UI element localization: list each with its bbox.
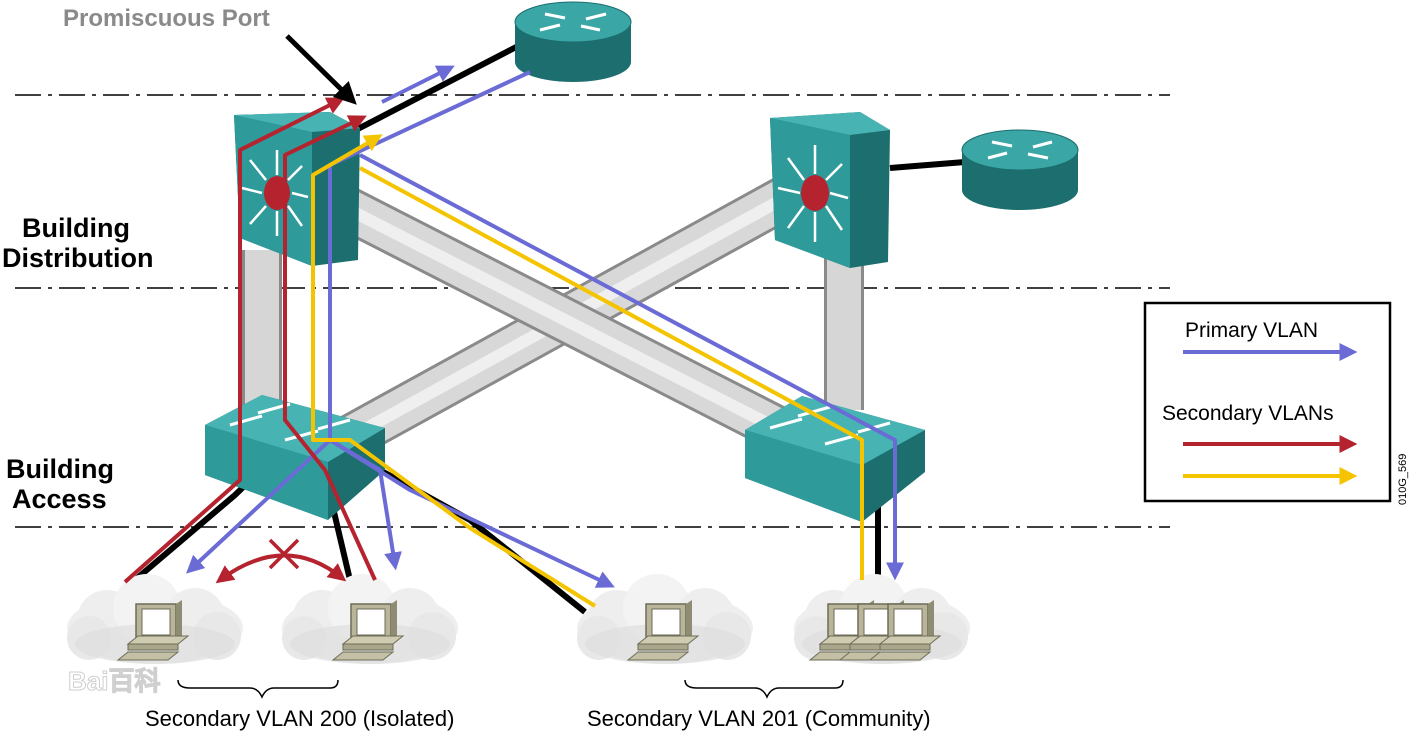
access-switch-icon: [745, 396, 925, 522]
secondary-vlan-yellow-path: [359, 166, 864, 580]
primary-vlan-path: [359, 153, 904, 581]
legend-secondary-vlans-label: Secondary VLANs: [1162, 402, 1334, 425]
router-icon: [514, 1, 632, 82]
building-access-label-line1: Building: [6, 454, 114, 484]
primary-vlan-path: [186, 70, 531, 574]
secondary-vlan-201-label: Secondary VLAN 201 (Community): [587, 706, 931, 731]
vlan200-bracket: [177, 679, 339, 699]
promiscuous-port-label: Promiscuous Port: [63, 5, 270, 32]
router-icon: [961, 129, 1079, 210]
promiscuous-port-pointer: [285, 34, 357, 105]
secondary-vlan-red-path: [123, 97, 345, 584]
vlan-paths: [123, 65, 904, 608]
watermark: Bai百科: [68, 666, 160, 696]
secondary-vlan-red-path: [283, 115, 377, 581]
building-distribution-label-line2: Distribution: [2, 243, 153, 273]
legend-primary-vlan-label: Primary VLAN: [1185, 319, 1318, 342]
figure-code: 010G_569: [1397, 454, 1409, 505]
multilayer-switch-icon: [770, 112, 890, 268]
legend: Primary VLAN Secondary VLANs: [1143, 301, 1392, 503]
secondary-vlan-200-label: Secondary VLAN 200 (Isolated): [145, 706, 454, 731]
primary-vlan-path: [328, 438, 615, 588]
vlan201-bracket: [684, 679, 844, 699]
secondary-vlan-yellow-path: [311, 134, 597, 608]
multilayer-switch-icon: [234, 112, 360, 266]
blocked-x-icon: [215, 538, 347, 584]
trunk-links: [242, 174, 864, 461]
building-distribution-label-line1: Building: [22, 213, 130, 243]
building-access-label-line2: Access: [12, 484, 107, 514]
primary-vlan-path: [381, 65, 455, 104]
